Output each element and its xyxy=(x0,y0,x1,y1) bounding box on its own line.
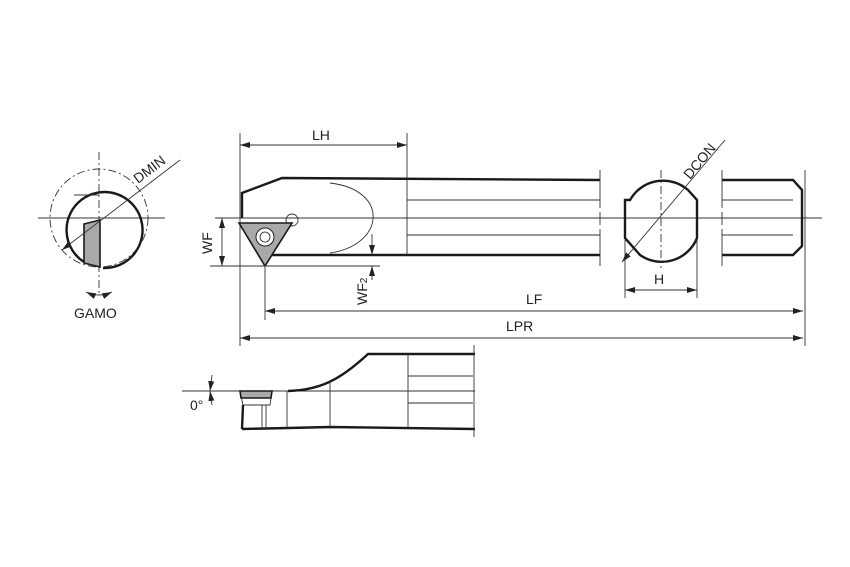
torx-screw-icon xyxy=(255,227,275,247)
h-label: H xyxy=(654,271,664,287)
wf-label: WF xyxy=(199,232,215,254)
wf2-label: WF2 xyxy=(354,277,370,305)
end-view: DMIN GAMO xyxy=(38,152,181,321)
insert-side-view xyxy=(239,390,273,399)
angle-label: 0° xyxy=(190,397,203,413)
lpr-label: LPR xyxy=(506,318,533,334)
lf-label: LF xyxy=(526,291,542,307)
insert-end-view xyxy=(83,218,101,269)
lh-label: LH xyxy=(312,127,330,143)
gamo-label: GAMO xyxy=(74,305,117,321)
side-view: 0° xyxy=(182,345,476,437)
top-view: LH WF WF2 LF LPR H DCO xyxy=(199,127,822,346)
dcon-label: DCON xyxy=(680,140,719,182)
dmin-label: DMIN xyxy=(130,152,168,186)
